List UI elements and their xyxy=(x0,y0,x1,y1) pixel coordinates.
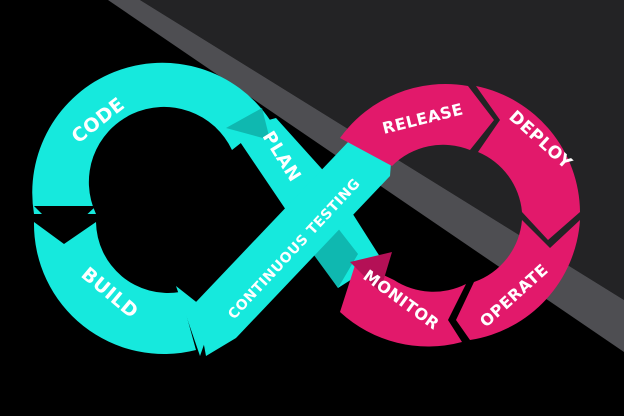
monitor-arrow-head xyxy=(350,252,392,292)
release-segment xyxy=(340,84,494,166)
code-build-chevron xyxy=(34,206,96,236)
code-segment xyxy=(32,62,270,214)
operate-segment xyxy=(456,220,580,340)
deploy-segment xyxy=(476,86,580,240)
plan-arrow-head xyxy=(226,108,270,140)
build-segment xyxy=(33,222,196,355)
continuous-testing-segment xyxy=(196,140,392,356)
